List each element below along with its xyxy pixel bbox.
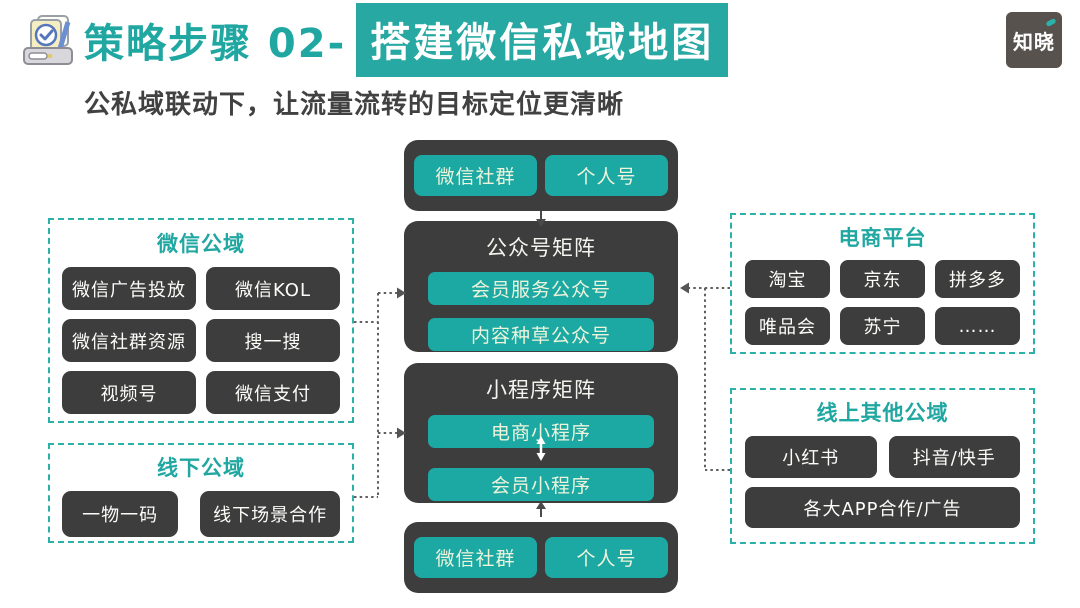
node-wechat-group-resources: 微信社群资源: [62, 319, 196, 362]
node-vipshop: 唯品会: [745, 307, 830, 345]
miniprogram-matrix-title: 小程序矩阵: [486, 378, 596, 402]
title-highlight: 搭建微信私域地图: [356, 3, 729, 77]
node-member-miniprogram: 会员小程序: [428, 468, 654, 501]
panel-title-other-online-public-domain: 线上其他公域: [816, 401, 949, 425]
panel-title-wechat-public-domain: 微信公域: [157, 232, 245, 256]
node-one-object-one-code: 一物一码: [62, 491, 179, 537]
node-jd: 京东: [840, 260, 925, 298]
node-personal-account-top: 个人号: [545, 155, 668, 196]
zhixiao-logo: 知晓: [1006, 12, 1062, 68]
node-ellipsis-more: ……: [935, 307, 1020, 345]
panel-ecommerce-platforms: 电商平台 淘宝 京东 拼多多 唯品会 苏宁 ……: [730, 213, 1035, 354]
node-app-cooperation-ads: 各大APP合作/广告: [745, 487, 1020, 528]
node-taobao: 淘宝: [745, 260, 830, 298]
node-xiaohongshu: 小红书: [745, 436, 877, 478]
panel-title-offline-public-domain: 线下公域: [157, 456, 245, 480]
box-official-account-matrix: 公众号矩阵 会员服务公众号 内容种草公众号: [404, 221, 678, 352]
right-connector: [689, 287, 730, 471]
official-account-matrix-title: 公众号矩阵: [486, 236, 596, 260]
clipboard-check-pencil-icon: [23, 15, 73, 65]
node-suning: 苏宁: [840, 307, 925, 345]
box-private-touchpoints-bottom: 微信社群 个人号: [404, 522, 678, 593]
arrow-into-official-matrix-right: [680, 282, 689, 294]
node-wechat-kol: 微信KOL: [206, 267, 340, 310]
node-content-seeding-official-account: 内容种草公众号: [428, 318, 654, 351]
node-wechat-community-bottom: 微信社群: [414, 537, 537, 578]
panel-offline-public-domain: 线下公域 一物一码 线下场景合作: [48, 443, 354, 543]
panel-other-online-public-domain: 线上其他公域 小红书 抖音/快手 各大APP合作/广告: [730, 388, 1035, 544]
node-ecommerce-miniprogram: 电商小程序: [428, 415, 654, 448]
node-wechat-ads: 微信广告投放: [62, 267, 196, 310]
node-wechat-community-top: 微信社群: [414, 155, 537, 196]
subtitle: 公私域联动下，让流量流转的目标定位更清晰: [84, 90, 625, 120]
box-private-touchpoints-top: 微信社群 个人号: [404, 140, 678, 211]
panel-title-ecommerce-platforms: 电商平台: [838, 226, 927, 250]
node-douyin-kuaishou: 抖音/快手: [888, 436, 1020, 478]
node-video-account: 视频号: [62, 371, 196, 414]
bottom-flow-arrow: [536, 501, 546, 517]
node-personal-account-bottom: 个人号: [545, 537, 668, 578]
left-connector: [354, 292, 397, 498]
logo-text: 知晓: [1013, 29, 1055, 54]
node-pinduoduo: 拼多多: [935, 260, 1020, 298]
page-title: 策略步骤 02- 搭建微信私域地图: [84, 3, 729, 77]
node-wechat-search: 搜一搜: [206, 319, 340, 362]
node-wechat-pay: 微信支付: [206, 371, 340, 414]
node-member-service-official-account: 会员服务公众号: [428, 272, 654, 305]
box-miniprogram-matrix: 小程序矩阵 电商小程序 会员小程序: [404, 363, 678, 503]
title-prefix: 策略步骤 02-: [84, 21, 347, 67]
panel-wechat-public-domain: 微信公域 微信广告投放 微信KOL 微信社群资源 搜一搜 视频号 微信支付: [48, 218, 354, 423]
node-offline-scene-cooperation: 线下场景合作: [200, 491, 340, 537]
